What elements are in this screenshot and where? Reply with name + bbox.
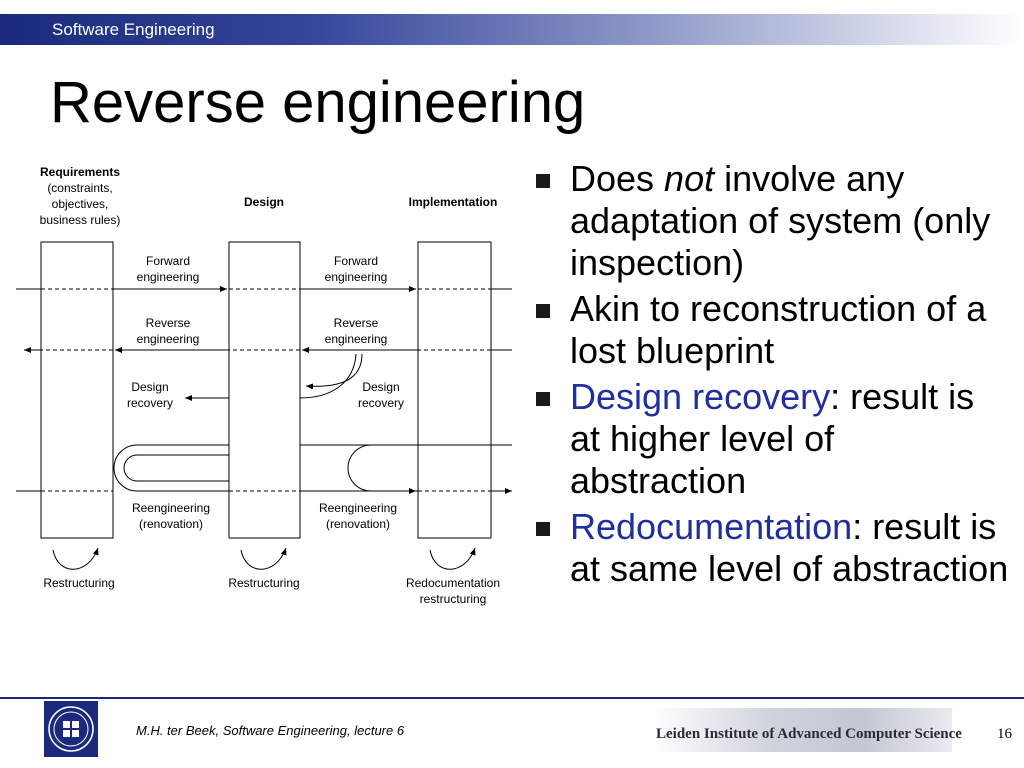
bullet-emphasis: not <box>664 158 715 199</box>
requirements-subtitle-line-2: objectives, <box>52 197 109 211</box>
institute-banner: Leiden Institute of Advanced Computer Sc… <box>652 708 962 752</box>
header-bar: Software Engineering <box>0 14 1024 45</box>
design-header: Design <box>244 195 284 209</box>
bullet-item: Design recovery: result is at higher lev… <box>532 376 1012 502</box>
square-bullet-icon <box>536 174 550 188</box>
bullet-item: Does not involve any adaptation of syste… <box>532 158 1012 284</box>
restructuring-label: Restructuring <box>43 576 114 590</box>
square-bullet-icon <box>536 522 550 536</box>
requirements-subtitle-line-1: (constraints, <box>47 181 112 195</box>
requirements-subtitle-line-3: business rules) <box>40 213 121 227</box>
bullet-text: : result is at same level of abstraction <box>570 506 1009 589</box>
page-number: 16 <box>997 726 1012 742</box>
footer-credit: M.H. ter Beek, Software Engineering, lec… <box>136 723 405 738</box>
course-title: Software Engineering <box>52 20 215 39</box>
reverse-engineering-diagram: Requirements (constraints, objectives, b… <box>16 165 512 606</box>
bullet-text: involve any adaptation of system (only i… <box>570 158 991 283</box>
square-bullet-icon <box>536 304 550 318</box>
design-recovery-label-line-2: recovery <box>127 396 173 410</box>
reverse-engineering-label-line-2: engineering <box>137 332 200 346</box>
reverse-engineering-label-2: Reverse <box>334 316 379 330</box>
forward-engineering-label-2-line-2: engineering <box>325 270 388 284</box>
requirements-header: Requirements <box>40 165 120 179</box>
reengineering-label-2: Reengineering <box>319 501 397 515</box>
bullet-text: Does <box>570 158 665 199</box>
forward-engineering-label-2: Forward <box>334 254 378 268</box>
footer-rule <box>0 697 1024 699</box>
square-bullet-icon <box>536 392 550 406</box>
bullet-highlight: Design recovery <box>570 376 831 417</box>
implementation-column <box>417 241 492 539</box>
forward-engineering-label: Forward <box>146 254 190 268</box>
redocumentation-label-line-2: restructuring <box>420 592 487 606</box>
design-recovery-label: Design <box>131 380 168 394</box>
design-recovery-label-2-line-2: recovery <box>358 396 404 410</box>
forward-engineering-label-line-2: engineering <box>137 270 200 284</box>
implementation-header: Implementation <box>409 195 498 209</box>
reengineering-label-2-line-2: (renovation) <box>326 517 390 531</box>
design-recovery-label-2: Design <box>362 380 399 394</box>
bullet-highlight: Redocumentation <box>570 506 853 547</box>
reverse-engineering-label: Reverse <box>146 316 191 330</box>
requirements-column <box>40 241 114 539</box>
university-seal-icon <box>44 701 98 757</box>
restructuring-loops <box>52 547 476 570</box>
reengineering-label-line-2: (renovation) <box>139 517 203 531</box>
bullet-text: : result is at higher level of abstracti… <box>570 376 975 501</box>
bullet-list: Does not involve any adaptation of syste… <box>532 158 1012 594</box>
reengineering-label: Reengineering <box>132 501 210 515</box>
design-column <box>228 241 301 539</box>
institute-name: Leiden Institute of Advanced Computer Sc… <box>656 726 962 742</box>
redocumentation-label: Redocumentation <box>406 576 500 590</box>
design-recovery-arrows <box>185 353 363 401</box>
restructuring-label-2: Restructuring <box>228 576 299 590</box>
slide-title: Reverse engineering <box>50 70 586 135</box>
bullet-text: Akin to reconstruction of a lost bluepri… <box>570 288 987 371</box>
reverse-engineering-label-2-line-2: engineering <box>325 332 388 346</box>
bullet-item: Redocumentation: result is at same level… <box>532 506 1012 590</box>
bullet-item: Akin to reconstruction of a lost bluepri… <box>532 288 1012 372</box>
reengineering-loops <box>113 444 512 492</box>
